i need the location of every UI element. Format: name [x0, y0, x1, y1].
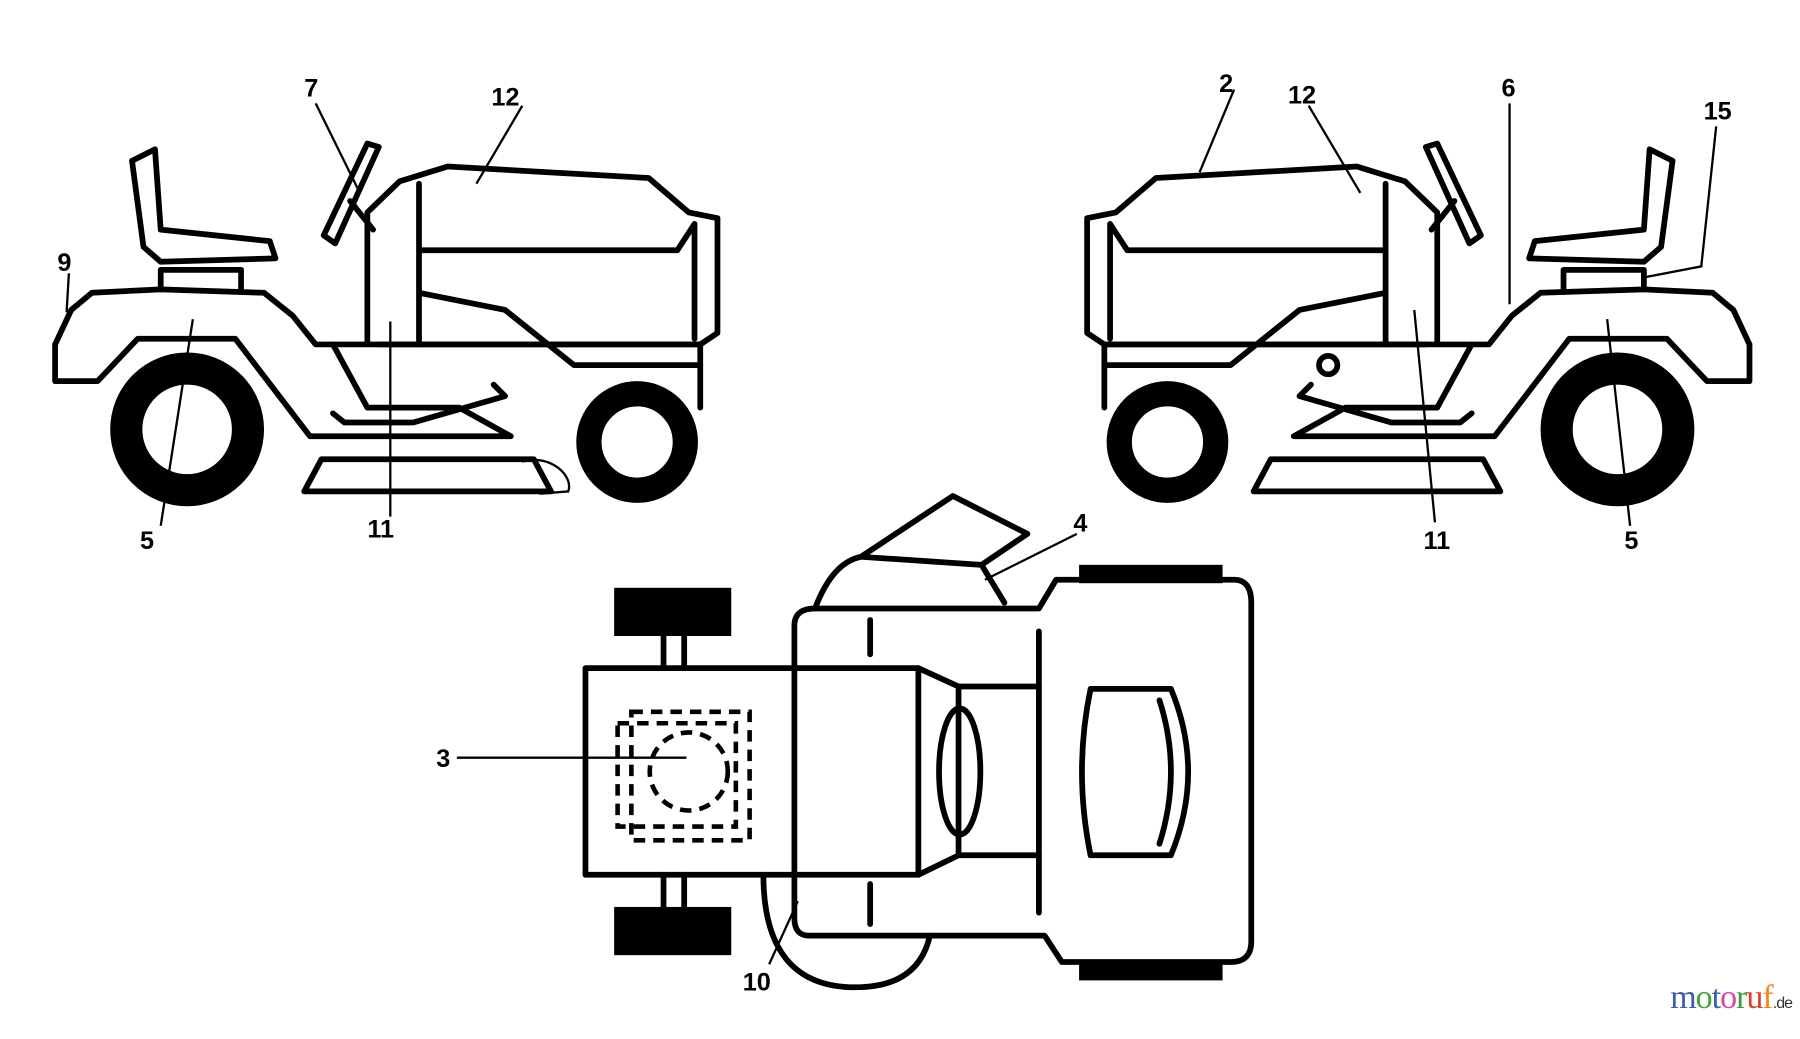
callout-2: 2 [1219, 70, 1233, 98]
watermark-letter: o [1695, 979, 1713, 1016]
callout-10: 10 [743, 969, 771, 997]
callout-5: 5 [140, 527, 154, 555]
watermark-letter: t [1711, 979, 1722, 1016]
watermark-letter: r [1736, 979, 1747, 1016]
callout-11: 11 [367, 515, 394, 543]
callout-7: 7 [304, 74, 318, 102]
callout-9: 9 [57, 249, 71, 277]
watermark-suffix: .de [1772, 995, 1793, 1012]
callout-4: 4 [1073, 510, 1087, 538]
front-wheel-left [576, 381, 698, 503]
callout-5: 5 [1624, 527, 1638, 555]
callout-12: 12 [491, 84, 519, 112]
callout-6: 6 [1502, 74, 1516, 102]
watermark-letter: m [1670, 979, 1696, 1016]
callout-3: 3 [436, 745, 450, 773]
callout-12: 12 [1288, 81, 1316, 109]
watermark-letter: f [1762, 979, 1773, 1016]
watermark-letter: o [1720, 979, 1737, 1016]
watermark-letter: u [1746, 979, 1763, 1016]
watermark-text: motoruf [1670, 979, 1774, 1016]
left-side-view: 7 12 9 5 11 [52, 74, 721, 555]
top-view: 4 3 10 [436, 493, 1255, 997]
watermark-logo: motoruf.de [1670, 979, 1793, 1017]
callout-15: 15 [1704, 97, 1732, 125]
rear-wheel-left [110, 352, 265, 507]
right-side-view: 2 12 6 15 11 5 [1084, 70, 1753, 555]
callout-11: 11 [1423, 527, 1450, 555]
